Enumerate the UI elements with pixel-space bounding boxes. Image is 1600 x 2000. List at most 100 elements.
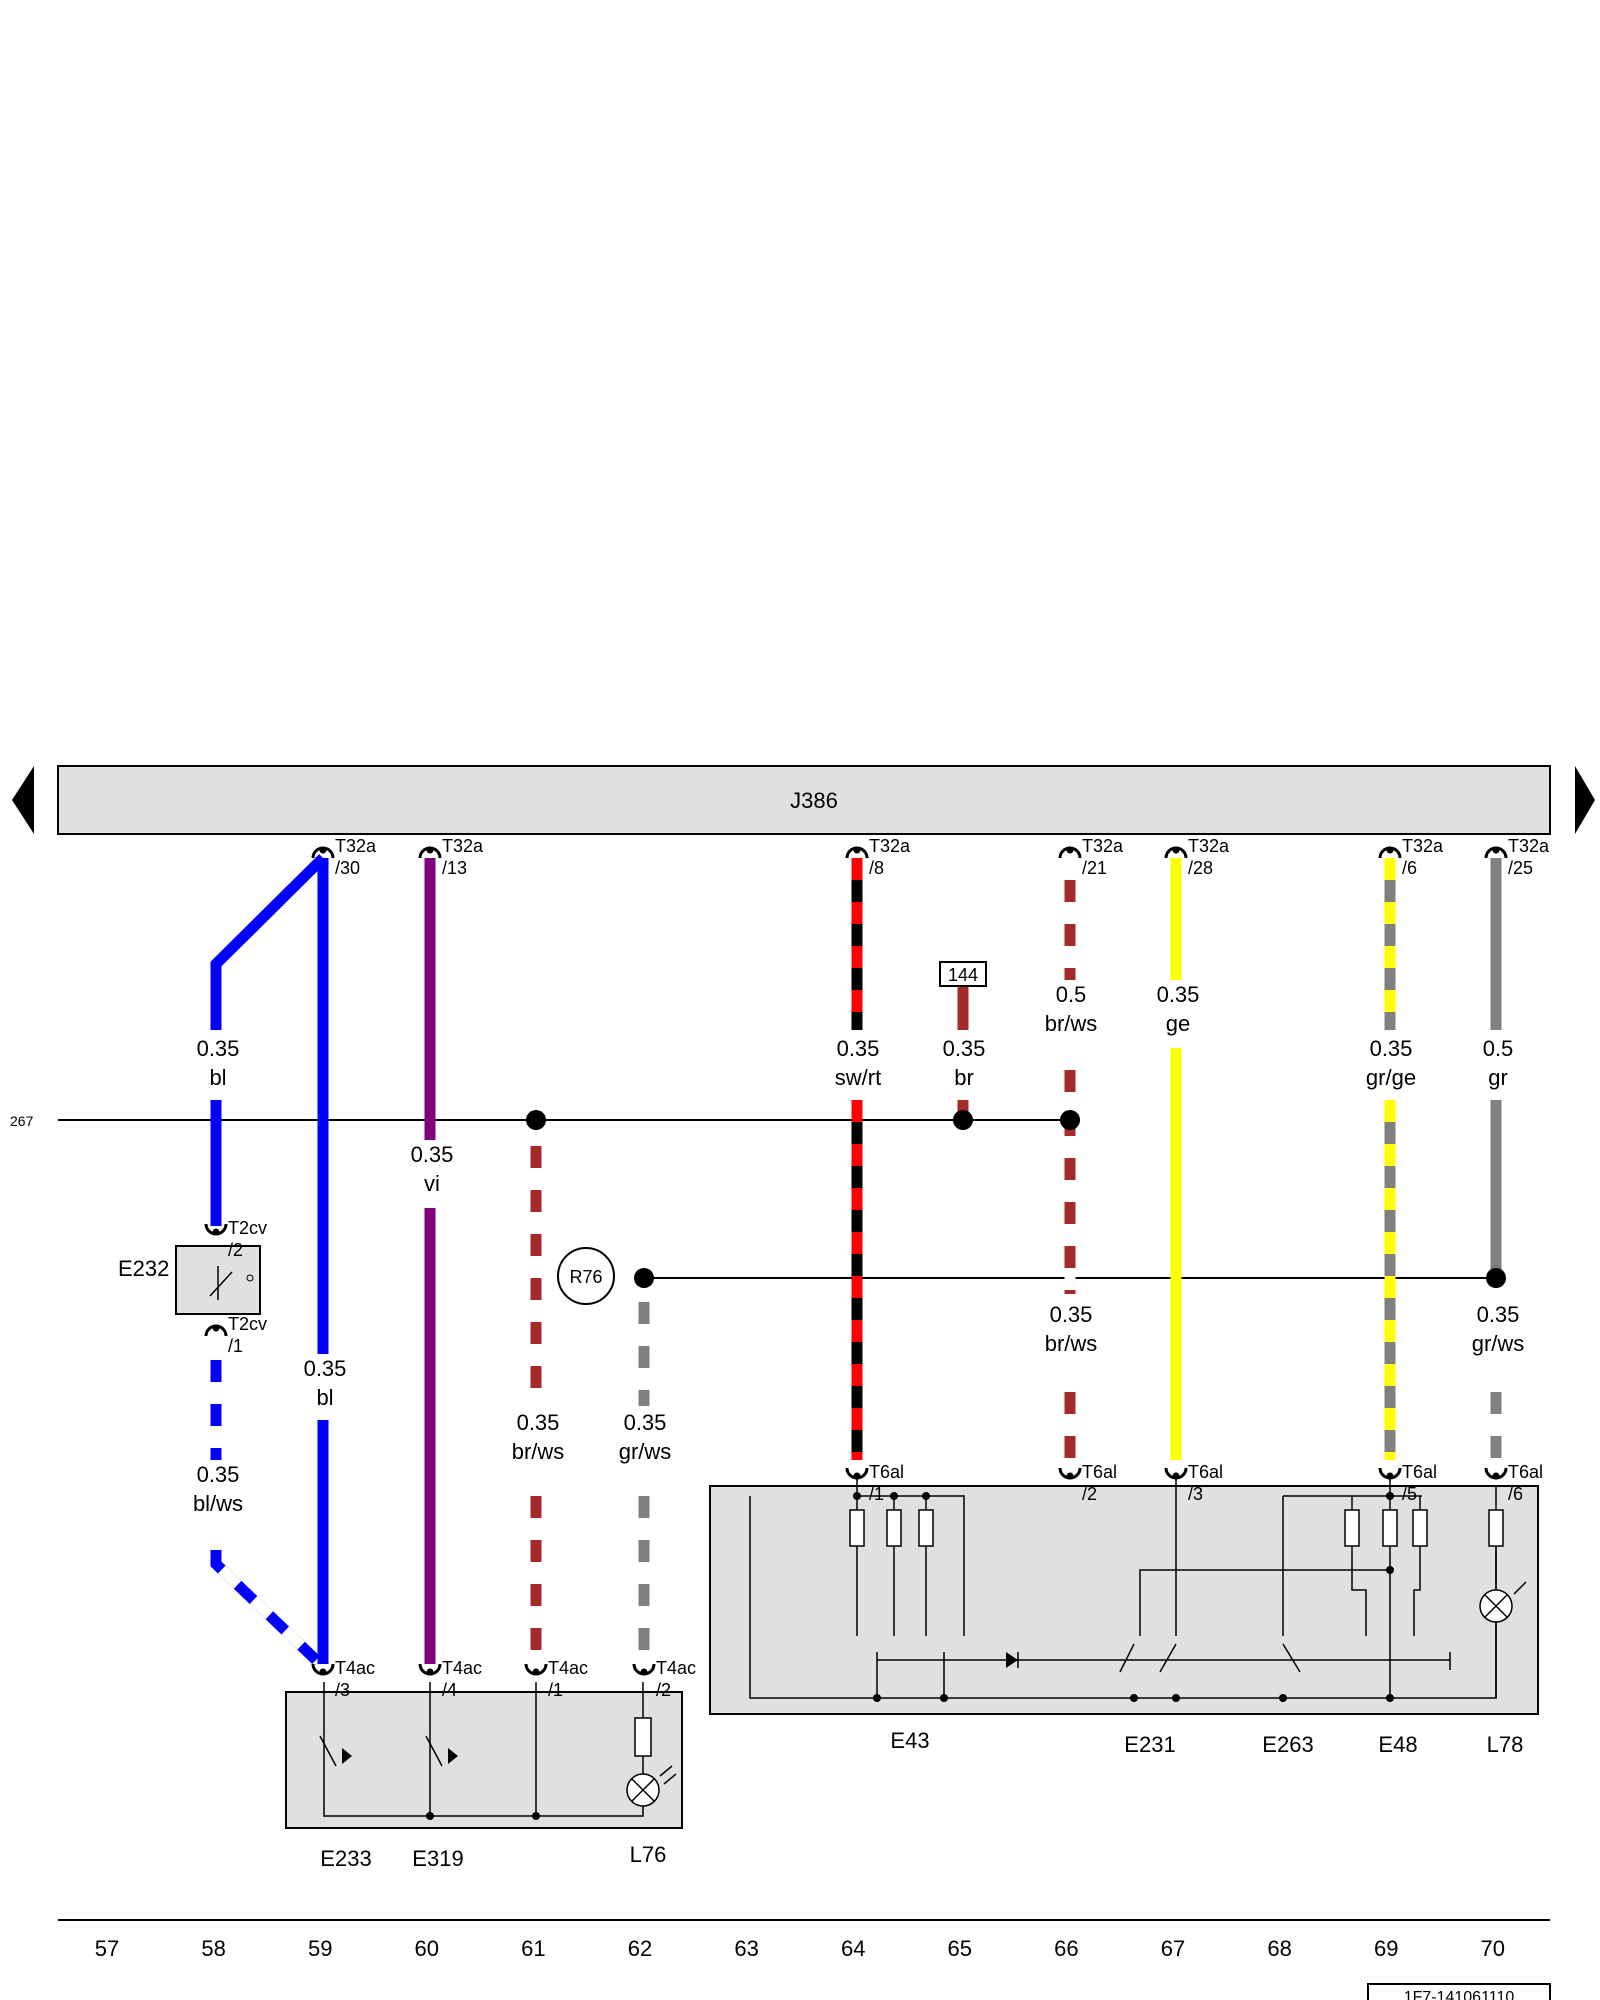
- connector-name: T4ac: [442, 1658, 482, 1678]
- wire-size: 0.35: [1157, 982, 1200, 1007]
- ref-box: [939, 961, 987, 987]
- junction-dot: [1130, 1694, 1138, 1702]
- module-bar: [57, 765, 1551, 835]
- connector-pin: /25: [1508, 858, 1533, 878]
- wires-group: [210, 854, 1502, 1664]
- wire-color-code: bl: [209, 1065, 226, 1090]
- connector-t4ac-2: T4ac/2: [632, 1658, 696, 1700]
- connector-pin-dot: [1492, 846, 1500, 854]
- connector-t2cv-1: T2cv/1: [204, 1314, 267, 1356]
- l78-resistor: [1488, 1509, 1504, 1547]
- wire-label-w58-top: 0.35 bl: [197, 1036, 240, 1090]
- e233-switch-blade: [319, 1735, 337, 1767]
- column-number: 61: [521, 1936, 545, 1961]
- column-number: 70: [1481, 1936, 1505, 1961]
- junction-dot: [426, 1812, 434, 1820]
- connector-name: T6al: [1402, 1462, 1437, 1482]
- connector-pin-dot: [319, 1668, 327, 1676]
- junction-dot: [922, 1492, 930, 1500]
- wire-color-code: gr/ws: [619, 1439, 672, 1464]
- connector-t4ac-1: T4ac/1: [524, 1658, 588, 1700]
- junction-dot: [1060, 1110, 1080, 1130]
- e232-label: E232: [118, 1256, 169, 1281]
- e232-contact: [246, 1274, 254, 1282]
- connector-pin-dot: [426, 1668, 434, 1676]
- wire-color-code: bl/ws: [193, 1491, 243, 1516]
- module-label: J386: [790, 788, 838, 813]
- connector-t6al-2: T6al/2: [1058, 1462, 1117, 1504]
- connector-t4ac-3: T4ac/3: [311, 1658, 375, 1700]
- e43-label: E43: [890, 1728, 929, 1753]
- connector-t6al-3: T6al/3: [1164, 1462, 1223, 1504]
- junction-dot: [634, 1268, 654, 1288]
- ref-box-label: 144: [948, 965, 978, 985]
- connector-pin: /8: [869, 858, 884, 878]
- wire-size: 0.35: [1370, 1036, 1413, 1061]
- connector-name: T4ac: [335, 1658, 375, 1678]
- e48-resistor: [1382, 1509, 1398, 1547]
- column-number: 57: [95, 1936, 119, 1961]
- connector-pin-dot: [853, 846, 861, 854]
- connector-name: T6al: [1188, 1462, 1223, 1482]
- l76-label: L76: [630, 1842, 667, 1867]
- connector-t32a-28: T32a/28: [1164, 836, 1230, 878]
- e319-switch-blade: [425, 1735, 443, 1767]
- e319-label: E319: [412, 1846, 463, 1871]
- wire-color-code: gr/ge: [1366, 1065, 1416, 1090]
- column-number: 64: [841, 1936, 865, 1961]
- connector-pin-dot: [532, 1668, 540, 1676]
- wire-size: 0.35: [197, 1462, 240, 1487]
- e232-switch-blade: [209, 1271, 233, 1297]
- l76-ground-line: [536, 1806, 644, 1817]
- e231-label: E231: [1124, 1732, 1175, 1757]
- connector-name: T6al: [1508, 1462, 1543, 1482]
- l78-lamp-x2: [1484, 1594, 1508, 1618]
- connector-pin: /2: [1082, 1484, 1097, 1504]
- connector-name: T32a: [1188, 836, 1230, 856]
- column-number: 67: [1161, 1936, 1185, 1961]
- connector-pin-dot: [319, 846, 327, 854]
- wire-color-code: gr/ws: [1472, 1331, 1525, 1356]
- connector-pin-dot: [1386, 1472, 1394, 1480]
- wire-color-code: bl: [316, 1385, 333, 1410]
- connector-pin: /2: [228, 1240, 243, 1260]
- connector-t4ac-4: T4ac/4: [418, 1658, 482, 1700]
- connector-name: T6al: [1082, 1462, 1117, 1482]
- connector-name: T2cv: [228, 1314, 267, 1334]
- connector-name: T32a: [1402, 836, 1444, 856]
- l76-ray-2: [663, 1773, 677, 1785]
- junction-dot: [890, 1492, 898, 1500]
- connector-t32a-30: T32a/30: [311, 836, 377, 878]
- wire-size: 0.35: [304, 1356, 347, 1381]
- wire-size: 0.35: [517, 1410, 560, 1435]
- previous-page-arrow[interactable]: [12, 766, 34, 834]
- e48-label: E48: [1378, 1732, 1417, 1757]
- e48-resistor: [1344, 1509, 1360, 1547]
- wire-color-code: ge: [1166, 1011, 1190, 1036]
- connector-pin-dot: [212, 1324, 220, 1332]
- junction-dot: [953, 1110, 973, 1130]
- connector-pin: /21: [1082, 858, 1107, 878]
- junction-dot: [873, 1694, 881, 1702]
- l78-ray: [1513, 1581, 1527, 1595]
- wire-58-top: [210, 854, 327, 1030]
- column-number: 68: [1267, 1936, 1291, 1961]
- next-page-arrow[interactable]: [1575, 766, 1595, 834]
- junction-dot: [1386, 1566, 1394, 1574]
- wire-size: 0.35: [1477, 1302, 1520, 1327]
- l76-lamp-x2: [631, 1778, 655, 1802]
- wire-size: 0.35: [197, 1036, 240, 1061]
- diode-icon: [1006, 1652, 1018, 1668]
- connector-pin: /30: [335, 858, 360, 878]
- column-number: 69: [1374, 1936, 1398, 1961]
- wire-size: 0.5: [1483, 1036, 1514, 1061]
- connector-pin-dot: [426, 846, 434, 854]
- connector-t6al-5: T6al/5: [1378, 1462, 1437, 1504]
- connector-pin: /4: [442, 1680, 457, 1700]
- column-number: 62: [628, 1936, 652, 1961]
- wire-label-w69: 0.35 gr/ge: [1366, 1036, 1416, 1090]
